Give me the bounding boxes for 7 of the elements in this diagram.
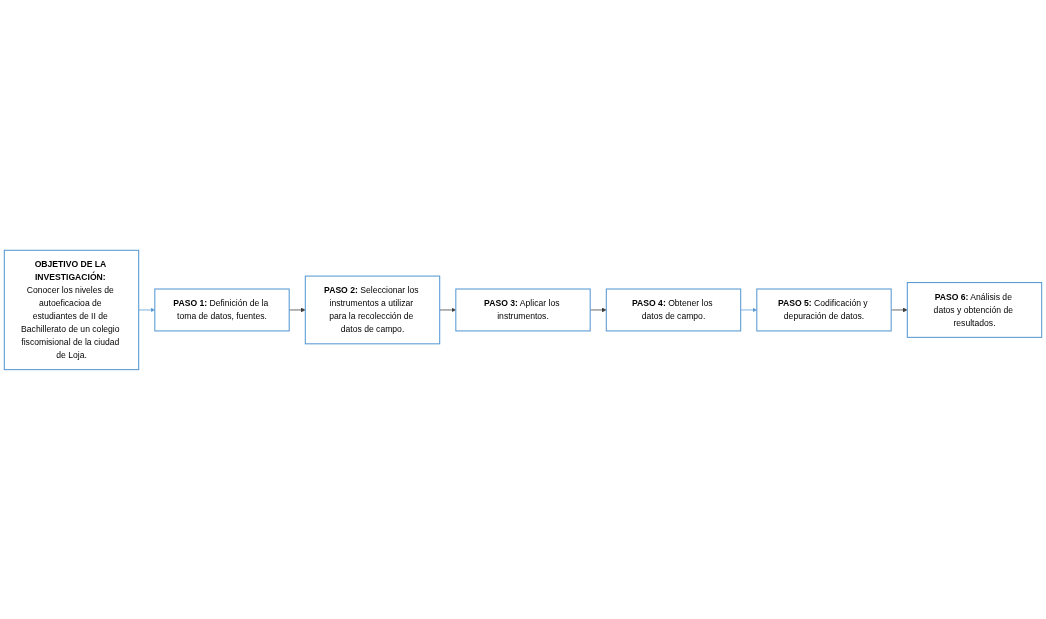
- node-box: PASO 3: Aplicar los instrumentos.: [455, 288, 591, 331]
- node-box: PASO 1: Definición de la toma de datos, fuentes.: [154, 288, 290, 331]
- node-box: OBJETIVO DE LA INVESTIGACIÓN: Conocer los niveles de autoeficacioa de estudiantes de II de Bachillerato de un colegio fiscomisional de la ciudad de Loja.: [3, 249, 140, 370]
- node-box: PASO 4: Obtener los datos de campo.: [605, 288, 742, 331]
- node-box: PASO 2: Seleccionar los instrumentos a utilizar para la recolección de datos de campo.: [304, 275, 441, 344]
- node-box: PASO 6: Análisis de datos y obtención de resultados.: [906, 281, 1043, 338]
- node-box: PASO 5: Codificación y depuración de datos.: [756, 288, 892, 331]
